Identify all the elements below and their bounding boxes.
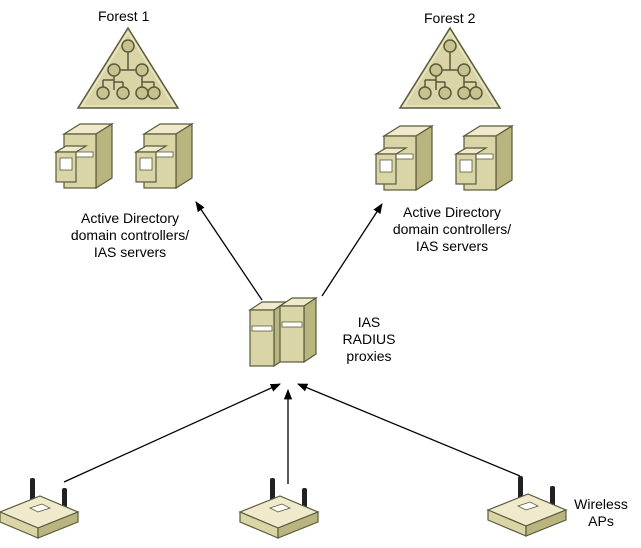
wireless-ap-3-icon: [487, 475, 567, 537]
proxy-label: IAS RADIUS proxies: [334, 314, 404, 365]
wireless-ap-1-icon: [0, 477, 79, 539]
forest-1-icon: [77, 27, 179, 109]
proxy-label-line-1: IAS: [357, 314, 381, 330]
arrow-proxy-to-forest-1: [195, 201, 263, 301]
forest-1-label-line-1: Active Directory: [80, 210, 180, 226]
wireless-aps-label-line-1: Wireless: [574, 496, 628, 512]
proxy-label-line-3: proxies: [346, 348, 392, 364]
arrow-proxy-to-forest-2: [321, 203, 383, 297]
forest-2-label-line-2: domain controllers/: [392, 221, 512, 237]
proxy-label-line-2: RADIUS: [342, 331, 396, 347]
arrow-ap-3-to-proxy: [297, 383, 521, 477]
forest-2-label-line-3: IAS servers: [415, 238, 489, 254]
forest-2-title: Forest 2: [424, 10, 476, 26]
forest-1-server-1-icon: [55, 123, 113, 189]
forest-2-server-2-icon: [455, 125, 513, 191]
wireless-aps-label: Wireless APs: [566, 496, 636, 530]
forest-1-label-line-3: IAS servers: [93, 244, 167, 260]
forest-1-server-2-icon: [135, 123, 193, 189]
forest-2-server-1-icon: [375, 125, 433, 191]
forest-1-label-line-2: domain controllers/: [70, 227, 190, 243]
forest-2-label-line-1: Active Directory: [402, 204, 502, 220]
forest-2-server-label: Active Directory domain controllers/ IAS…: [390, 204, 514, 255]
forest-2-icon: [399, 27, 501, 109]
proxy-server-2-icon: [279, 297, 317, 363]
forest-1-server-label: Active Directory domain controllers/ IAS…: [68, 210, 192, 261]
forest-1-title: Forest 1: [98, 8, 150, 24]
wireless-aps-label-line-2: APs: [588, 513, 614, 529]
wireless-ap-2-icon: [239, 477, 319, 539]
arrow-ap-1-to-proxy: [63, 383, 281, 483]
